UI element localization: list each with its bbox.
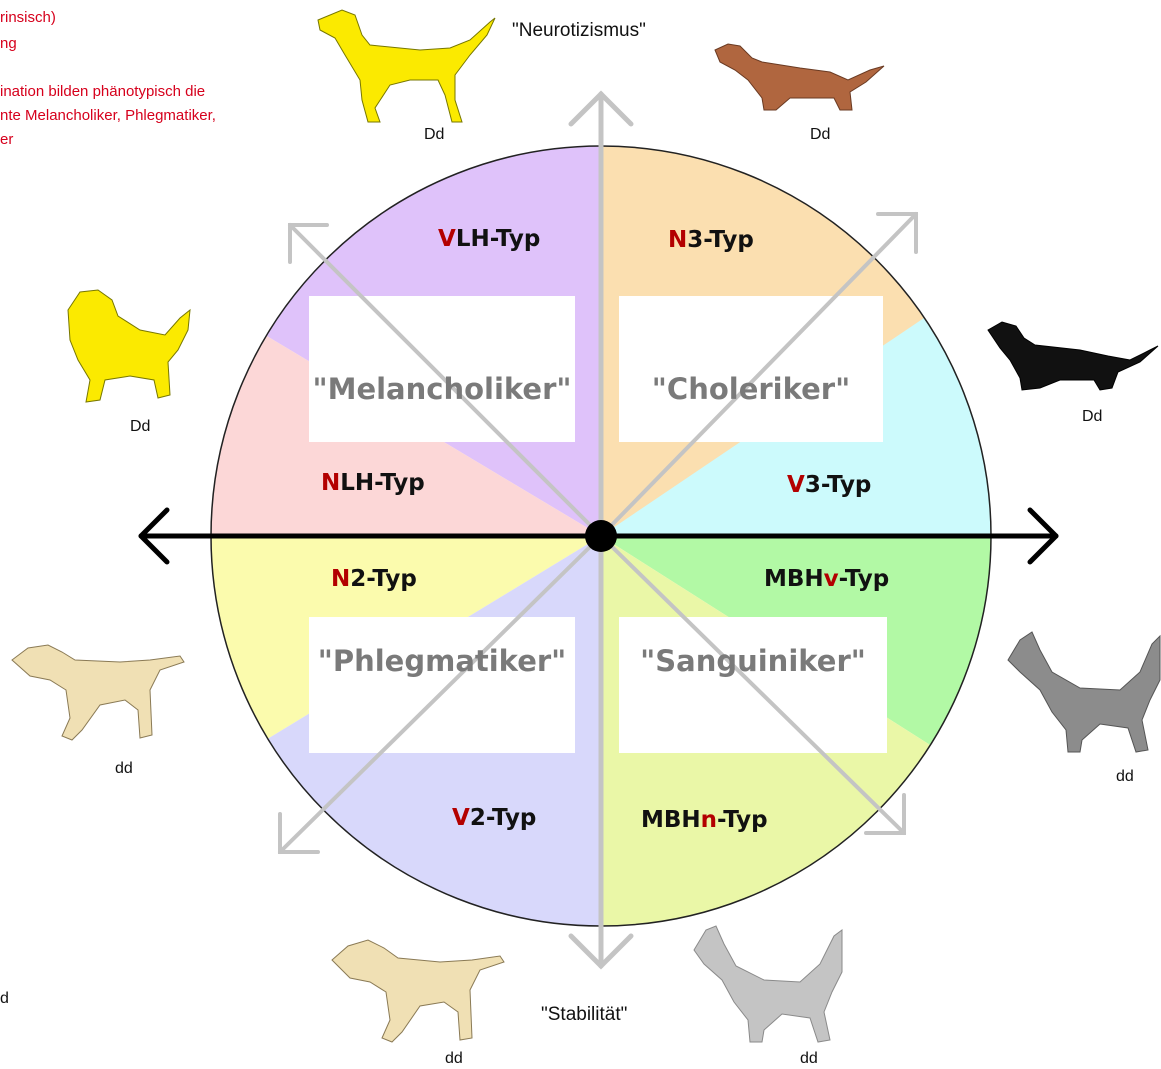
type-label-n2: N2-Typ xyxy=(331,566,417,592)
type-label-v3: V3-Typ xyxy=(787,472,871,498)
type-label-mbhn: MBHn-Typ xyxy=(641,807,768,833)
genotype-yellow-top: Dd xyxy=(424,126,444,144)
type-label-vlh: VLH-Typ xyxy=(438,226,540,252)
genotype-black-right: Dd xyxy=(1082,408,1102,426)
dog-black-dachshund-icon xyxy=(988,322,1158,390)
type-label-v2: V2-Typ xyxy=(452,805,536,831)
temperament-sanguiniker: "Sanguiniker" xyxy=(619,644,887,678)
dog-lightgrey-shepherd-icon xyxy=(694,926,842,1042)
type-label-n3: N3-Typ xyxy=(668,227,754,253)
dog-grey-shepherd-icon xyxy=(1008,632,1160,752)
note-line-1: rinsisch) xyxy=(0,8,56,27)
origin-dot xyxy=(585,520,617,552)
type-label-mbhv: MBHv-Typ xyxy=(764,566,889,592)
genotype-cream-left: dd xyxy=(115,760,133,778)
temperament-phlegmatiker: "Phlegmatiker" xyxy=(309,644,575,678)
melancholiker-box xyxy=(309,296,575,442)
type-label-nlh: NLH-Typ xyxy=(321,470,425,496)
temperament-choleriker: "Choleriker" xyxy=(619,372,883,406)
choleriker-box xyxy=(619,296,883,442)
axis-label-bottom: "Stabilität" xyxy=(541,1004,627,1026)
note-line-4: nte Melancholiker, Phlegmatiker, xyxy=(0,106,216,125)
phlegmatiker-box xyxy=(309,617,575,753)
genotype-edge-left: d xyxy=(0,990,9,1008)
dog-brown-dachshund-icon xyxy=(715,44,884,110)
note-line-3: ination bilden phänotypisch die xyxy=(0,82,205,101)
genotype-yellow-left: Dd xyxy=(130,418,150,436)
dog-cream-pointer-bottom-icon xyxy=(332,940,504,1042)
dog-yellow-greyhound-icon xyxy=(318,10,495,122)
genotype-grey-bottom: dd xyxy=(800,1050,818,1068)
dog-yellow-retriever-icon xyxy=(68,290,190,402)
genotype-brown-top: Dd xyxy=(810,126,830,144)
genotype-cream-bottom: dd xyxy=(445,1050,463,1068)
axis-label-top: "Neurotizismus" xyxy=(512,20,646,42)
dog-cream-pointer-icon xyxy=(12,645,184,740)
temperament-melancholiker: "Melancholiker" xyxy=(309,372,575,406)
genotype-grey-right: dd xyxy=(1116,768,1134,786)
note-line-5: er xyxy=(0,130,13,149)
note-line-2: ng xyxy=(0,34,17,53)
